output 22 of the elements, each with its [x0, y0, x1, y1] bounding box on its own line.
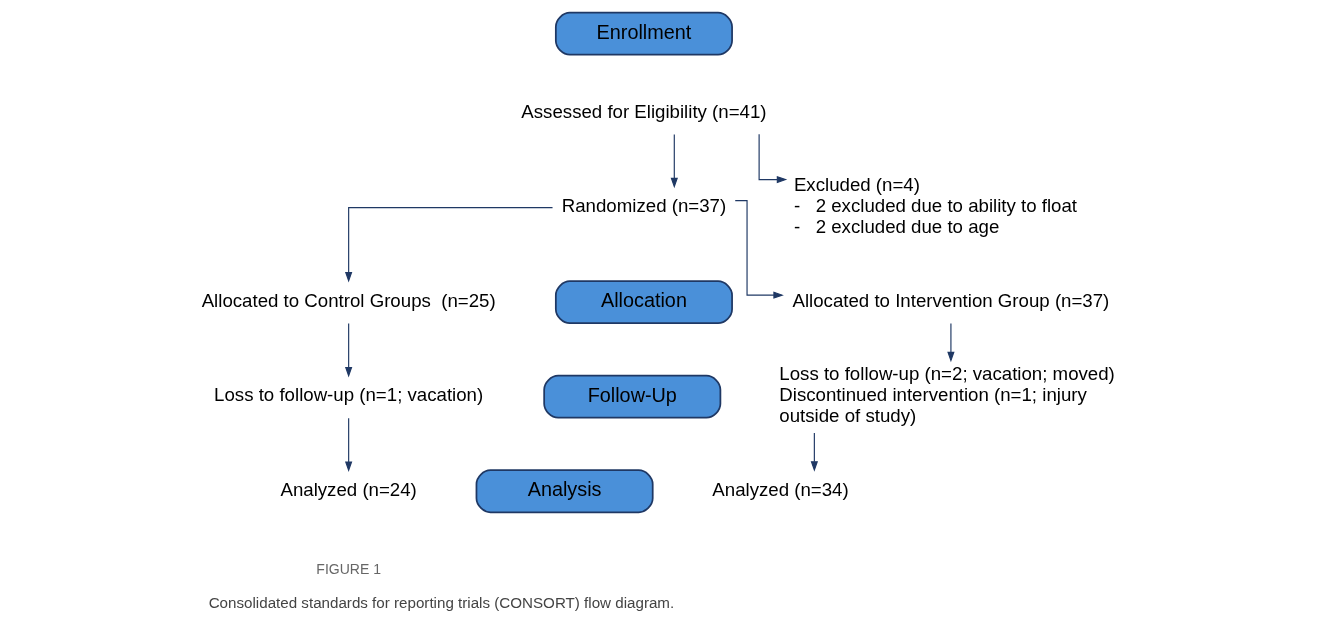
caption: Consolidated standards for reporting trials (CONSORT) flow diagram.: [208, 594, 675, 612]
arrow: [344, 323, 353, 378]
arrow: [344, 207, 554, 283]
node-box: Follow-Up: [543, 374, 722, 419]
node-text: Assessed for Eligibility (n=41): [521, 100, 767, 122]
node-text: Excluded (n=4) - 2 excluded due to ability to float - 2 excluded due to age: [793, 174, 1078, 238]
node-text: Loss to follow-up (n=1; vacation): [214, 384, 484, 406]
label: FIGURE 1: [316, 561, 381, 578]
node-text: Allocated to Control Groups (n=25): [201, 289, 496, 311]
arrow: [670, 133, 678, 189]
node-text: Analyzed (n=34): [712, 478, 849, 500]
arrow: [758, 133, 788, 184]
node-text: Randomized (n=37): [561, 195, 727, 217]
node-text: Allocated to Intervention Group (n=37): [792, 289, 1110, 311]
node-box: Enrollment: [554, 11, 733, 56]
node-text: Analyzed (n=24): [280, 478, 417, 500]
node-text: Loss to follow-up (n=2; vacation; moved) Discontinued intervention (n=1; injury outside of study): [779, 363, 1115, 427]
arrow: [810, 432, 819, 472]
arrow: [344, 417, 353, 472]
node-box: Analysis: [475, 469, 654, 514]
node-box: Allocation: [554, 280, 733, 325]
arrow: [947, 323, 955, 363]
